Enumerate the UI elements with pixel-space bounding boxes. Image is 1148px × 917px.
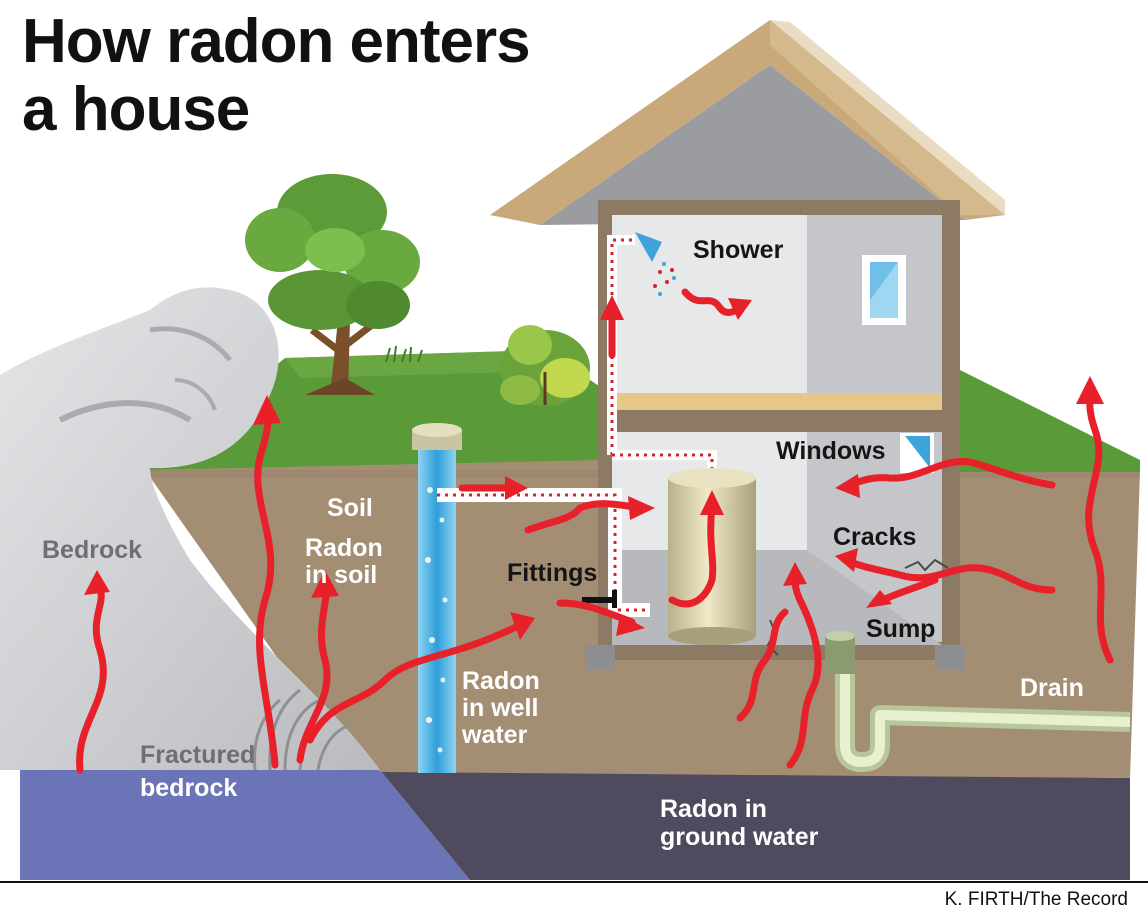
- water-well: [412, 423, 462, 773]
- title-line-2: a house: [22, 75, 250, 144]
- label-bedrock: Bedrock: [42, 536, 143, 564]
- house-roof: [490, 20, 1005, 225]
- label-fractured-bedrock: Fractured bedrock: [140, 742, 255, 802]
- label-sump: Sump: [866, 615, 936, 643]
- label-fractured-line-1: Fractured: [140, 741, 256, 769]
- label-radon-in-soil-line-2: in soil: [305, 561, 378, 589]
- label-windows: Windows: [776, 437, 886, 465]
- label-radon-in-well-water: Radon in well water: [462, 668, 540, 749]
- label-drain: Drain: [1020, 674, 1084, 702]
- radon-arrow-bedrock: [76, 581, 107, 774]
- tree-illustration: [245, 174, 420, 395]
- page-title: How radon enters a house: [22, 7, 531, 144]
- label-radon-in-soil: Radon in soil: [305, 535, 383, 589]
- sump-and-drain: [825, 631, 1131, 772]
- radon-arrow-windows: [841, 458, 1056, 490]
- label-cracks: Cracks: [833, 523, 917, 551]
- label-radon-in-ground-water: Radon in ground water: [660, 796, 818, 851]
- label-well-water-line-2: in well: [462, 694, 539, 722]
- ground-water-layer: [20, 770, 1130, 880]
- radon-arrow-tank: [668, 501, 717, 608]
- label-fittings: Fittings: [507, 559, 598, 587]
- radon-arrow-floor-1: [736, 608, 789, 722]
- shrub-illustration: [500, 325, 590, 406]
- radon-arrow-branch: [306, 621, 524, 744]
- label-fractured-line-2: bedrock: [140, 774, 238, 802]
- radon-arrow-drain: [1085, 388, 1114, 664]
- radon-arrow-radon-in-soil: [296, 581, 331, 764]
- shower-head: [635, 232, 676, 296]
- radon-arrow-cracks: [841, 556, 1056, 594]
- radon-arrow-into-house: [524, 500, 644, 534]
- image-credit: K. FIRTH/The Record: [944, 889, 1128, 910]
- label-ground-water-line-2: ground water: [660, 823, 819, 851]
- label-soil: Soil: [327, 494, 373, 522]
- radon-arrowheads: [84, 295, 1104, 640]
- label-shower: Shower: [693, 236, 784, 264]
- window-upper: [862, 255, 906, 325]
- grass-tuft: [385, 345, 423, 363]
- fittings-valve: [582, 590, 617, 608]
- label-radon-in-soil-line-1: Radon: [305, 534, 383, 562]
- label-well-water-line-3: water: [462, 721, 528, 749]
- label-ground-water-line-1: Radon in: [660, 795, 767, 823]
- title-line-1: How radon enters: [22, 7, 531, 76]
- radon-arrow-floor-2: [786, 572, 822, 769]
- label-well-water-line-1: Radon: [462, 667, 540, 695]
- water-pipe: [437, 235, 717, 617]
- radon-arrow-soil-tall: [254, 406, 279, 769]
- radon-arrows: [76, 288, 1114, 774]
